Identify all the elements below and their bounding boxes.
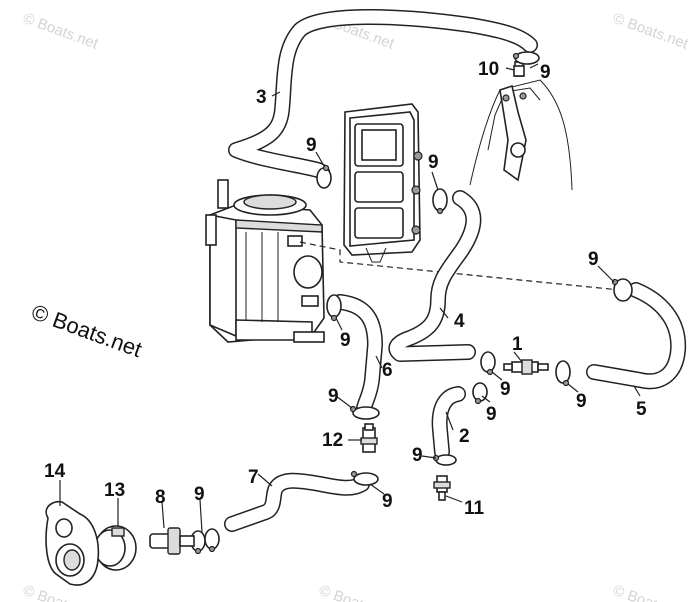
callout-5: 5 [636,399,647,420]
callout-3: 3 [256,87,267,108]
fitting-11 [433,475,451,501]
leader-lines [59,63,641,533]
clamp-hose2-top [472,382,488,405]
fitting-10 [513,65,525,77]
watermark-main: © Boats.net [28,299,145,362]
callout-9-hose2-bottom: 9 [412,445,423,466]
callout-11: 11 [464,498,485,519]
clamp-hose5-bottom [555,360,571,387]
hose-3 [228,9,538,180]
hose-4 [388,190,482,362]
callout-9-hose5-top: 9 [588,249,599,270]
callout-13: 13 [104,480,125,501]
callout-8: 8 [155,487,166,508]
hose-5 [586,282,687,390]
clamp-hose7-right [350,470,379,486]
fitting-12 [360,423,378,453]
engine-bracket [469,61,573,191]
clamp-group [190,51,633,555]
callout-4: 4 [454,311,465,332]
callout-10: 10 [478,59,499,80]
hose-2 [431,386,466,460]
watermark-top-right: © Boats.net [611,10,691,53]
callout-9-fitting8: 9 [194,484,205,505]
clamp-hose6-top [326,294,342,322]
callout-6: 6 [382,360,393,381]
callout-14: 14 [44,461,66,482]
reference-line [299,241,621,291]
callout-9-hose3: 9 [306,135,317,156]
callout-9-hose6-bottom: 9 [328,386,339,407]
callout-7: 7 [248,467,259,488]
callout-9-hose6-top: 9 [340,330,351,351]
clamp-hose5-top [611,278,633,302]
callout-9-hose7: 9 [382,491,393,512]
watermark-bottom-center: © Boats.net [317,582,397,602]
clamp-hose4-bottom [480,351,496,376]
clamp-hose4-top [432,188,448,215]
ecu-module [343,103,423,263]
callout-9-hose4-top: 9 [428,152,439,173]
clamp-hose2-bottom [432,454,457,466]
callout-9-top-right: 9 [540,62,551,83]
callout-9-hose5-bottom: 9 [576,391,587,412]
clamp-top-right [512,51,540,65]
fitting-8 [149,527,195,555]
watermark-top-left: © Boats.net [21,10,101,53]
hose-7 [224,472,370,532]
fitting-1 [503,359,549,375]
callout-2: 2 [459,426,470,447]
watermark-bottom-right: © Boats.net [611,582,691,602]
adapter-14 [45,500,100,586]
callout-9-hose2-top: 9 [486,404,497,425]
clamp-hose3 [316,164,332,189]
callout-12: 12 [322,430,343,451]
callout-labels: 1 2 3 4 5 6 7 8 10 11 12 13 14 9 9 9 9 9… [44,59,647,519]
callout-1: 1 [512,334,523,355]
clamp-hose6-bottom [349,405,380,420]
clamp-fitting8-b [204,528,220,553]
watermark-bottom-left: © Boats.net [21,582,101,602]
ring-clamp-13 [94,525,137,571]
callout-9-hose4-bottom: 9 [500,379,511,400]
hose-6 [332,294,383,416]
oil-tank [205,179,325,343]
